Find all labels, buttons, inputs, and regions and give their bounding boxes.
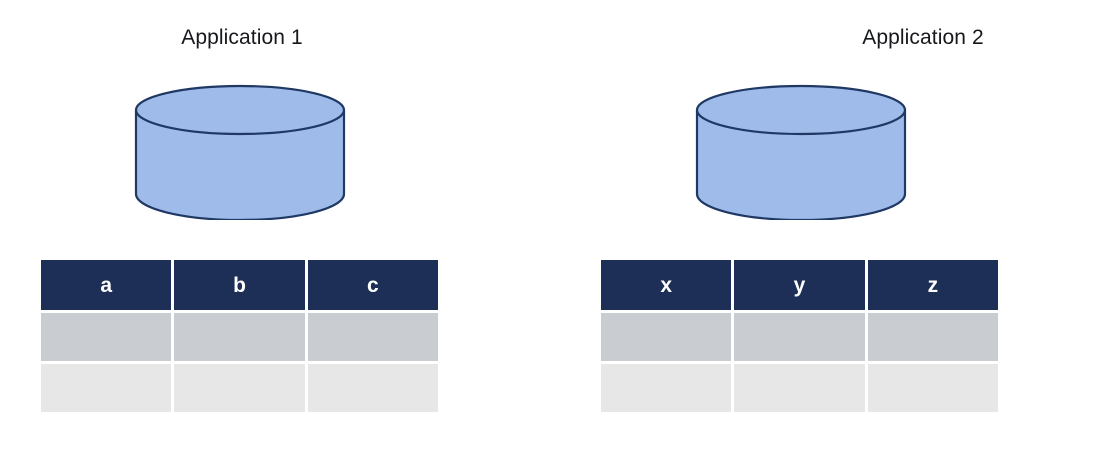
table-row	[601, 313, 998, 361]
table-row	[41, 364, 438, 412]
table-row	[601, 364, 998, 412]
table-cell	[734, 364, 865, 412]
table-header-cell: b	[174, 260, 305, 310]
table-cell	[867, 364, 998, 412]
table-cell	[41, 364, 172, 412]
table-header-row: x y z	[601, 260, 998, 310]
table-cell	[174, 364, 305, 412]
application-1-title: Application 1	[181, 26, 303, 49]
table-application-1: a b c	[41, 260, 438, 415]
table-header-cell: z	[867, 260, 998, 310]
table-cell	[307, 313, 438, 361]
table-header-cell: c	[307, 260, 438, 310]
table-header-cell: a	[41, 260, 172, 310]
application-2-title: Application 2	[862, 26, 984, 49]
application-group-1: Application 1 a b c	[0, 0, 480, 461]
table-cell	[41, 313, 172, 361]
table-cell	[601, 364, 732, 412]
table-header-cell: y	[734, 260, 865, 310]
table-cell	[601, 313, 732, 361]
application-group-2: Application 2 x y z	[560, 0, 1040, 461]
table-header-row: a b c	[41, 260, 438, 310]
database-cylinder-icon	[134, 84, 346, 220]
table-cell	[734, 313, 865, 361]
table-header-cell: x	[601, 260, 732, 310]
table-cell	[867, 313, 998, 361]
table-application-2: x y z	[601, 260, 998, 415]
table-row	[41, 313, 438, 361]
database-cylinder-icon	[695, 84, 907, 220]
table-cell	[174, 313, 305, 361]
table-cell	[307, 364, 438, 412]
